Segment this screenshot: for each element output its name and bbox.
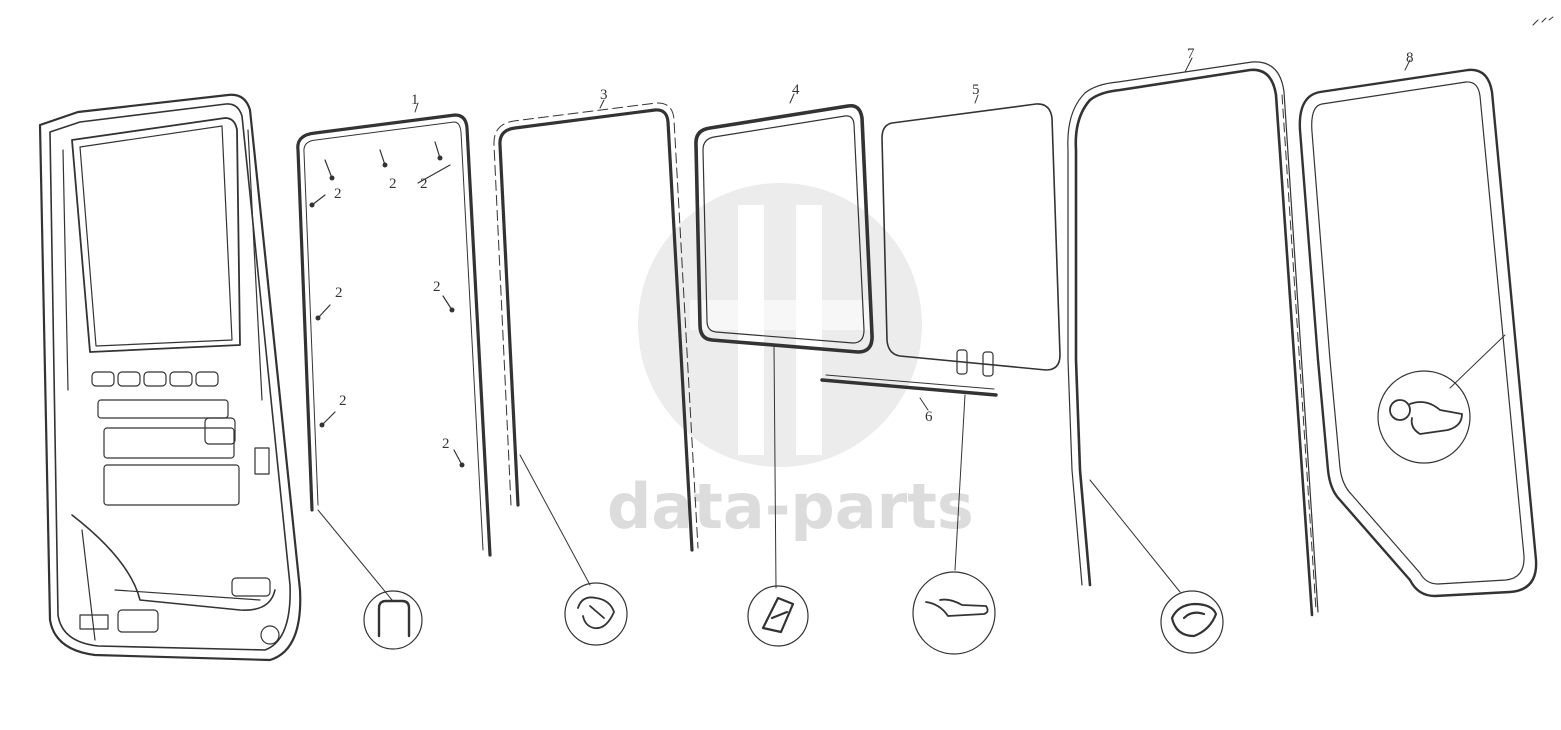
watermark: data-parts [607,183,974,543]
section-detail-3 [564,582,628,646]
section-detail-8 [1377,370,1471,464]
leader-lines [317,57,1506,601]
part-2-clips [309,141,465,468]
callout-labels: 1 2 2 2 2 2 2 2 3 4 5 6 7 8 [334,46,1414,452]
part-6-strip [820,374,998,397]
watermark-text: data-parts [607,470,974,543]
part-8-outer-seal [1298,68,1538,598]
door-assembly [38,93,302,662]
callout-3: 3 [600,87,608,103]
callout-2: 2 [389,176,397,192]
section-details [363,370,1471,655]
callout-2: 2 [442,436,450,452]
callout-2: 2 [335,285,343,301]
door-panel-slots [91,371,270,506]
part-4-window-seal [694,103,874,354]
part-7-frame-seal [1067,61,1319,617]
section-detail-4 [747,585,809,647]
callout-2: 2 [334,186,342,202]
callout-4: 4 [792,82,800,98]
callout-6: 6 [925,409,933,425]
section-detail-7 [1160,590,1224,654]
callout-5: 5 [972,82,980,98]
callout-2: 2 [339,393,347,409]
part-1-seal [296,113,492,557]
callout-8: 8 [1406,50,1414,66]
section-detail-5-6 [912,571,996,655]
callout-1: 1 [411,92,419,108]
part-5-glass [881,103,1061,377]
corner-mark [1532,16,1554,26]
callout-7: 7 [1187,46,1195,62]
callout-2: 2 [420,176,428,192]
section-detail-1 [363,590,423,650]
callout-2: 2 [433,279,441,295]
part-3-seal [493,102,699,552]
